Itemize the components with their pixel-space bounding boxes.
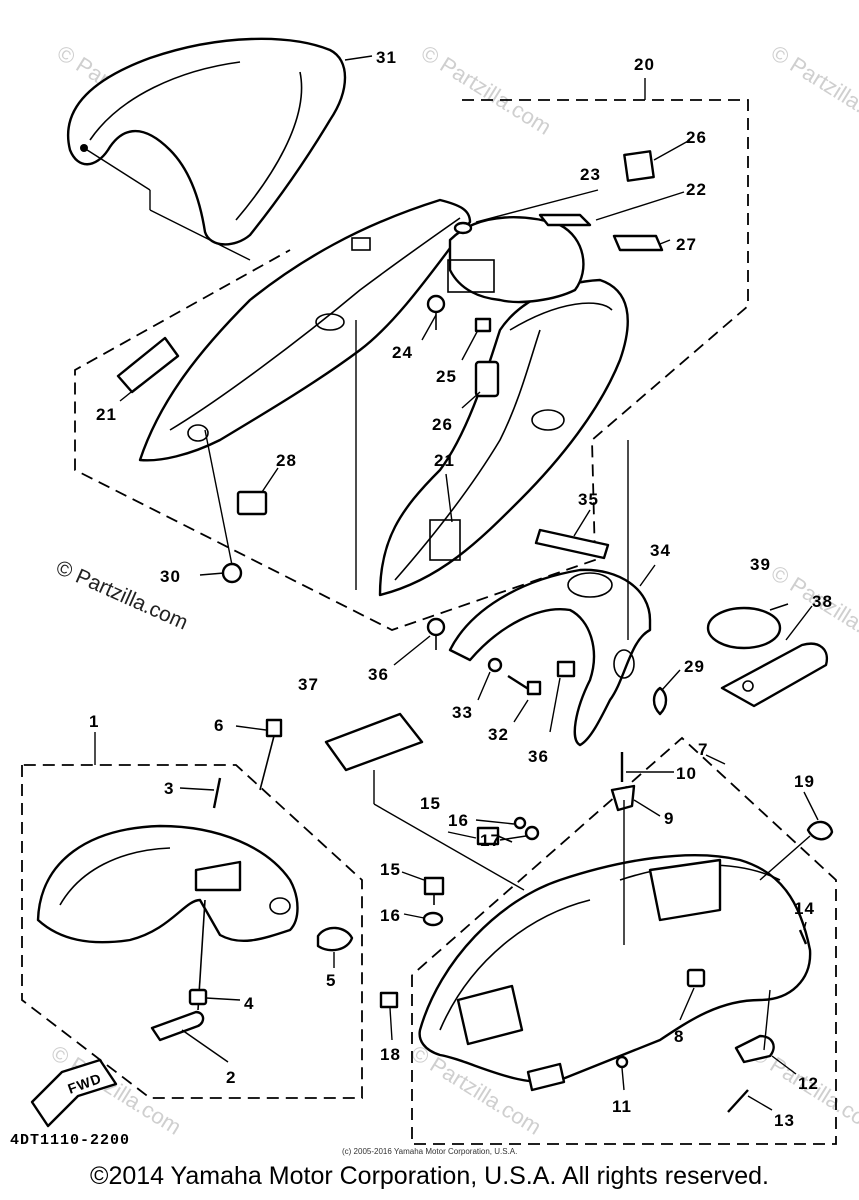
part-30-grommet — [221, 562, 243, 584]
callout-17: 17 — [480, 831, 501, 850]
part-4-nut — [188, 988, 208, 1006]
callout-30: 30 — [160, 567, 181, 586]
part-31-tail-cover — [66, 37, 347, 246]
callout-16-lower: 16 — [380, 906, 401, 925]
callout-21-right: 21 — [434, 451, 455, 470]
callout-13: 13 — [774, 1111, 795, 1130]
diagram-code: 4DT1110-2200 — [10, 1132, 131, 1149]
part-front-fender — [36, 824, 299, 1011]
callout-14: 14 — [794, 899, 815, 918]
part-23-damper — [453, 221, 473, 235]
part-32-bolt — [507, 674, 542, 696]
callout-9: 9 — [664, 809, 674, 828]
part-11-clip — [615, 1055, 629, 1069]
callout-33: 33 — [452, 703, 473, 722]
callout-4: 4 — [244, 994, 254, 1013]
callout-31: 31 — [376, 48, 397, 67]
callout-26-mid: 26 — [432, 415, 453, 434]
callout-35: 35 — [578, 490, 599, 509]
part-8-nut — [686, 968, 706, 988]
callout-24: 24 — [392, 343, 413, 362]
callout-20: 20 — [634, 55, 655, 74]
callout-22: 22 — [686, 180, 707, 199]
part-3-bolt — [212, 777, 222, 809]
callout-10: 10 — [676, 764, 697, 783]
callout-32: 32 — [488, 725, 509, 744]
part-19-damper — [806, 820, 834, 841]
group-box-1 — [21, 764, 363, 1099]
part-12-bracket — [734, 1034, 775, 1064]
part-26-damper-top — [623, 150, 655, 182]
part-33-washer — [487, 657, 503, 673]
part-35-strip — [534, 528, 610, 560]
callout-34: 34 — [650, 541, 671, 560]
callout-23: 23 — [580, 165, 601, 184]
part-26-damper-mid — [474, 360, 500, 398]
part-36-bolt-right — [556, 660, 576, 678]
part-22-strip — [538, 213, 592, 227]
callout-7: 7 — [698, 740, 708, 759]
callout-38: 38 — [812, 592, 833, 611]
small-copyright: (c) 2005-2016 Yamaha Motor Corporation, … — [342, 1147, 518, 1156]
callout-28: 28 — [276, 451, 297, 470]
callout-15-upper: 15 — [420, 794, 441, 813]
part-6-bolt — [259, 718, 283, 791]
callout-12: 12 — [798, 1074, 819, 1093]
callout-27: 27 — [676, 235, 697, 254]
part-25-nut — [474, 317, 492, 333]
copyright-notice: ©2014 Yamaha Motor Corporation, U.S.A. A… — [90, 1162, 769, 1190]
callout-36-right: 36 — [528, 747, 549, 766]
part-37-label — [324, 712, 424, 772]
callout-15-lower: 15 — [380, 860, 401, 879]
part-29-clip — [652, 686, 668, 716]
part-28-damper — [236, 490, 268, 516]
callout-labels: 1 2 3 4 5 6 7 8 9 10 11 12 13 14 15 15 1… — [89, 48, 833, 1130]
part-34-bracket — [448, 568, 652, 747]
callout-2: 2 — [226, 1068, 236, 1087]
group-box-20 — [74, 99, 749, 631]
part-right-side-cover — [378, 278, 629, 597]
fwd-arrow: FWD — [30, 1058, 118, 1128]
callout-25: 25 — [436, 367, 457, 386]
part-2-bracket — [150, 1010, 205, 1042]
callout-5: 5 — [326, 971, 336, 990]
callout-26-top: 26 — [686, 128, 707, 147]
part-tail-upper-piece — [447, 216, 585, 304]
callout-21-left: 21 — [96, 405, 117, 424]
part-left-side-cover — [138, 198, 472, 462]
callout-39: 39 — [750, 555, 771, 574]
callout-29: 29 — [684, 657, 705, 676]
part-5-damper — [269, 897, 354, 952]
part-15-bolt-lower — [423, 876, 445, 905]
callout-37: 37 — [298, 675, 319, 694]
part-rear-fender — [418, 854, 812, 1092]
part-21-label-left — [116, 336, 180, 394]
callout-8: 8 — [674, 1027, 684, 1046]
part-27-pad — [612, 234, 664, 252]
callout-11: 11 — [612, 1097, 632, 1116]
callout-19: 19 — [794, 772, 815, 791]
callout-3: 3 — [164, 779, 174, 798]
part-17-nut — [524, 825, 540, 841]
part-14-clip — [798, 929, 808, 945]
part-16-washer-upper — [513, 816, 527, 830]
callout-18: 18 — [380, 1045, 401, 1064]
part-13-bolt — [727, 1089, 749, 1113]
part-15-bolt-upper — [476, 826, 513, 846]
part-18-clip — [379, 991, 399, 1009]
part-38-cover — [720, 642, 829, 708]
callout-6: 6 — [214, 716, 224, 735]
callout-1: 1 — [89, 712, 99, 731]
part-39-ring — [706, 603, 789, 650]
callout-16-upper: 16 — [448, 811, 469, 830]
part-9-bracket — [610, 784, 636, 812]
part-36-bolt-left — [426, 617, 446, 650]
part-16-washer-lower — [422, 911, 444, 927]
callout-36-left: 36 — [368, 665, 389, 684]
group-box-7 — [411, 736, 837, 1145]
